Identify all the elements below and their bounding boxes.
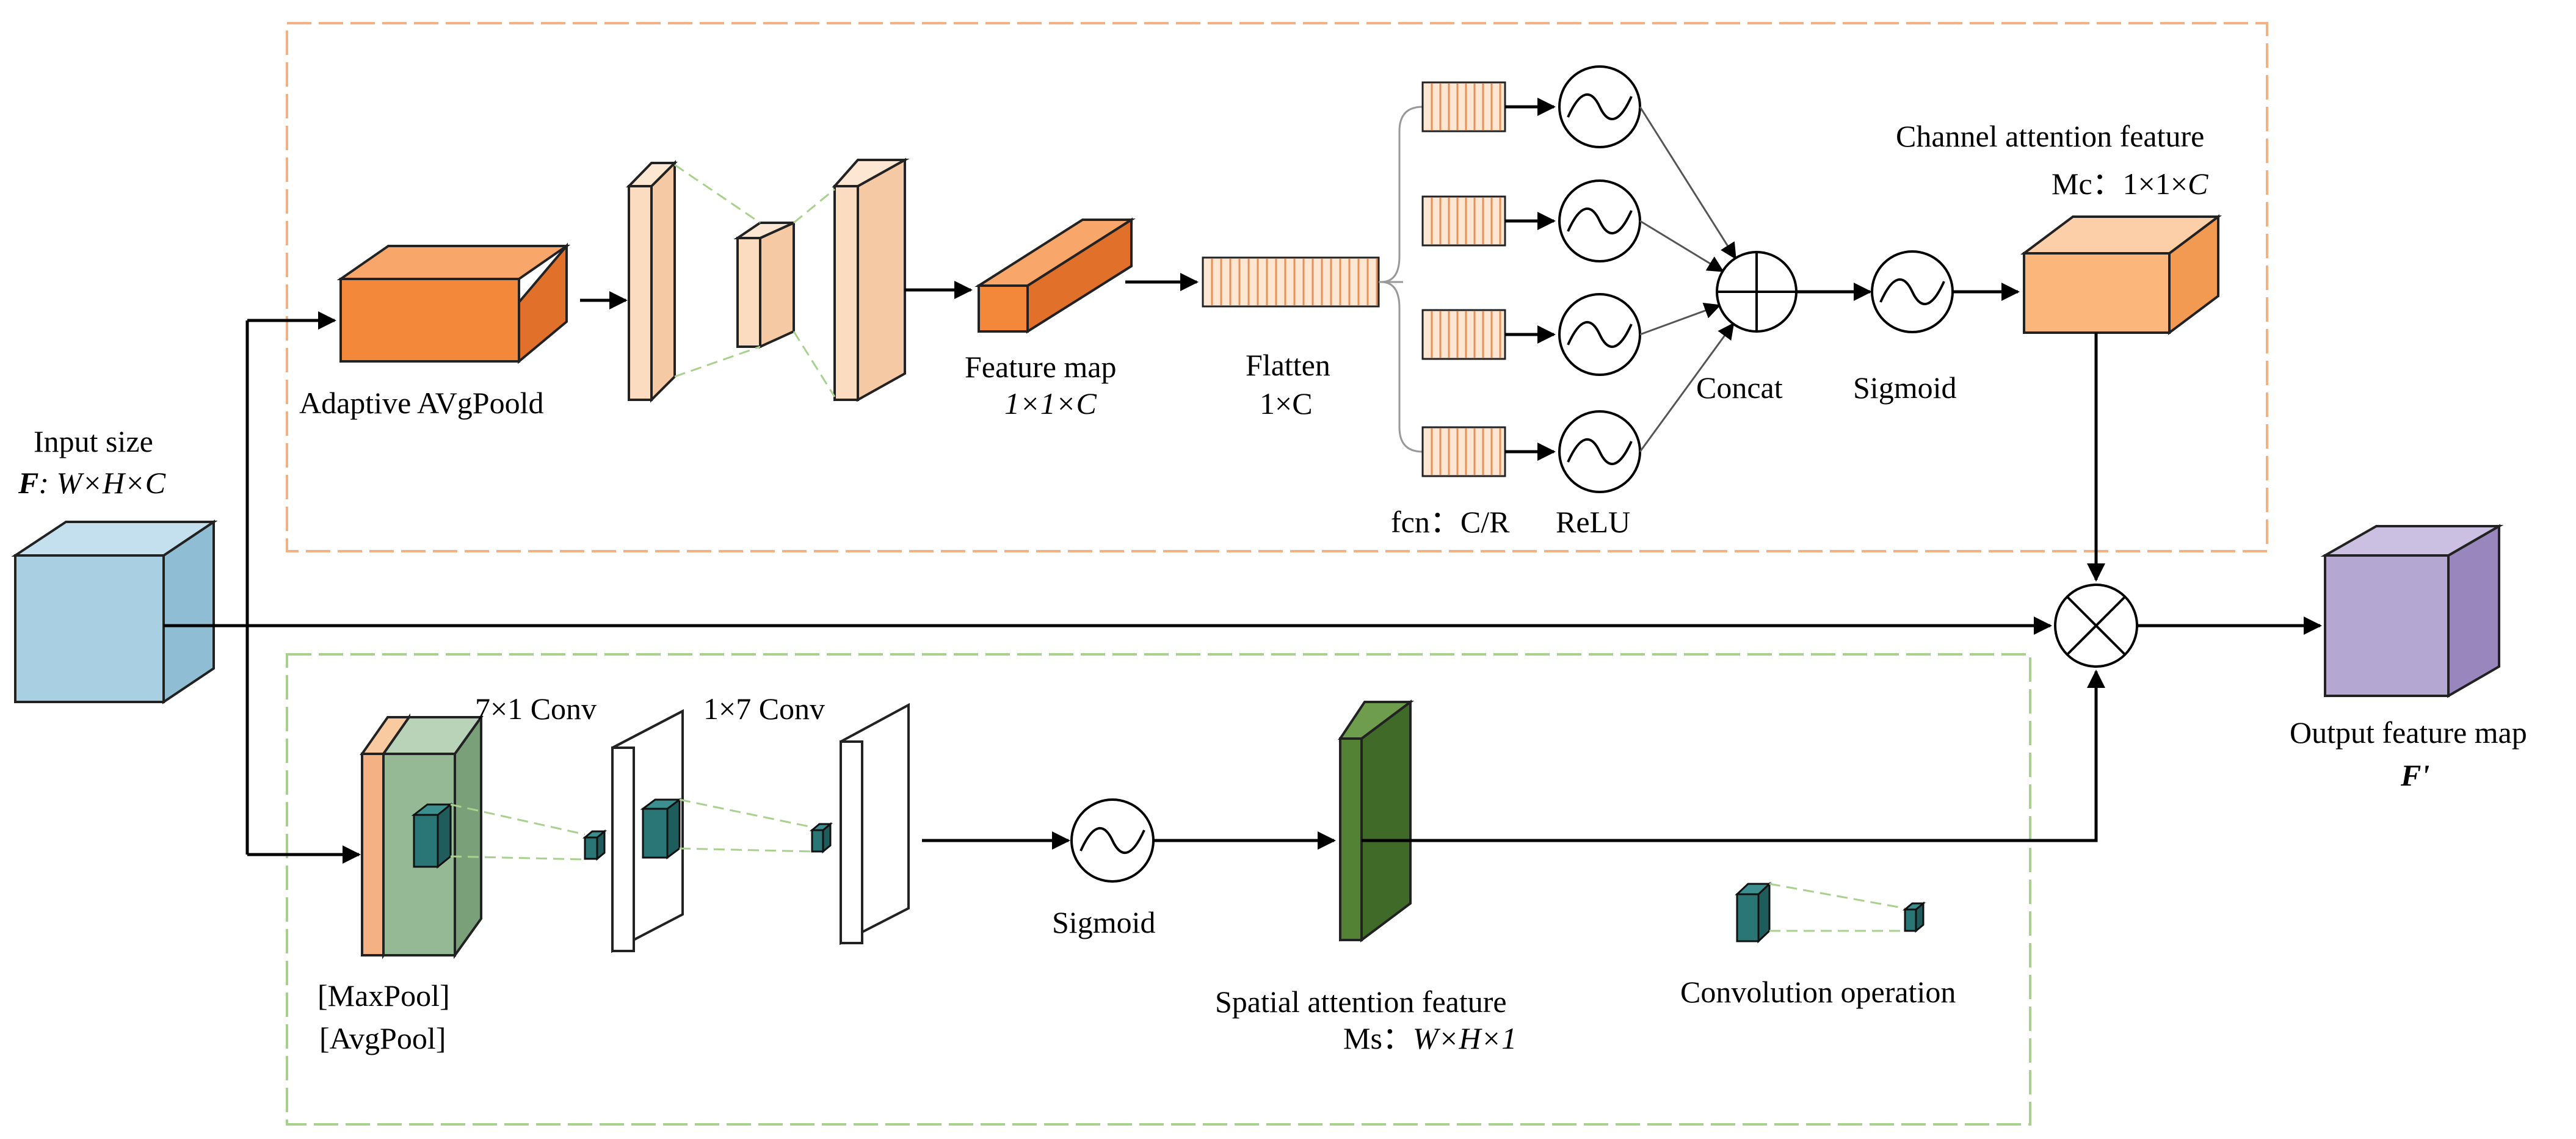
flatten-vector bbox=[1202, 256, 1380, 308]
relu-node bbox=[1558, 410, 1641, 493]
sigmoid-bottom-label: Sigmoid bbox=[1052, 905, 1155, 939]
bottleneck-slabs bbox=[626, 157, 910, 403]
spatial-attention-region bbox=[286, 653, 2031, 1126]
conv-7x1-label: 7×1 Conv bbox=[475, 692, 597, 726]
conv-op-legend-big-cube bbox=[1735, 881, 1772, 944]
channel-attention-cube bbox=[2020, 214, 2222, 335]
relu-label: ReLU bbox=[1556, 505, 1630, 539]
input-cube-front bbox=[14, 554, 165, 703]
fcn-row bbox=[1421, 322, 1735, 493]
input-dims-label: F: W×H×C bbox=[18, 466, 166, 500]
avgpool-label: [AvgPool] bbox=[319, 1021, 446, 1055]
conv-op-legend-small-cube bbox=[1902, 901, 1926, 933]
bottleneck-guides bbox=[674, 164, 836, 397]
input-size-label: Input size bbox=[34, 424, 153, 458]
maxpool-label: [MaxPool] bbox=[317, 978, 450, 1013]
flatten-label: Flatten bbox=[1246, 348, 1330, 382]
conv7x1-kernel-cube bbox=[640, 798, 683, 859]
spatial-attention-label: Spatial attention feature bbox=[1215, 985, 1507, 1019]
fcn-row bbox=[1421, 65, 1736, 260]
channel-attention-label: Channel attention feature bbox=[1896, 119, 2204, 153]
relu-node bbox=[1558, 293, 1641, 376]
conv-1x7-label: 1×7 Conv bbox=[703, 692, 825, 726]
conv-guides-1 bbox=[450, 803, 586, 861]
adaptive-pool-label: Adaptive AVgPoold bbox=[299, 386, 544, 420]
pool-kernel-cube bbox=[411, 802, 454, 869]
flatten-dims: 1×C bbox=[1260, 386, 1313, 421]
concat-label: Concat bbox=[1696, 371, 1783, 405]
fcn-row bbox=[1421, 293, 1721, 376]
conv-guides-2 bbox=[679, 798, 813, 853]
channel-attention-region bbox=[286, 22, 2268, 552]
adaptive-pool-block bbox=[336, 242, 571, 364]
feature-map-block bbox=[974, 217, 1136, 334]
feature-map-label: Feature map bbox=[965, 350, 1117, 384]
output-label: Output feature map bbox=[2290, 715, 2527, 750]
relu-node bbox=[1558, 179, 1641, 262]
sigmoid-top-node bbox=[1871, 250, 1954, 333]
sigmoid-bottom-node bbox=[1070, 798, 1155, 883]
channel-attention-dims: Mc：1×1×C bbox=[2052, 167, 2208, 201]
small-cube-1 bbox=[582, 829, 608, 861]
spatial-to-multiply bbox=[1362, 670, 2105, 842]
relu-node bbox=[1558, 65, 1641, 148]
small-cube-2 bbox=[809, 822, 833, 854]
spatial-attention-slab bbox=[1338, 700, 1414, 942]
fcn-brace bbox=[1381, 106, 1423, 453]
concat-node bbox=[1716, 251, 1798, 333]
input-cube bbox=[11, 519, 218, 704]
output-cube bbox=[2320, 524, 2504, 698]
conv-op-legend-guides bbox=[1769, 883, 1906, 932]
conv1x7-slab bbox=[840, 703, 910, 946]
multiply-node bbox=[2054, 584, 2138, 668]
spatial-attention-dims: Ms：W×H×1 bbox=[1343, 1021, 1517, 1055]
sigmoid-top-label: Sigmoid bbox=[1853, 371, 1956, 405]
output-symbol: F' bbox=[2400, 758, 2429, 792]
fcn-row bbox=[1421, 179, 1724, 272]
feature-map-dims: 1×1×C bbox=[1004, 386, 1097, 421]
convolution-operation-label: Convolution operation bbox=[1680, 975, 1956, 1009]
fcn-rows bbox=[1421, 65, 1736, 493]
fcn-label: fcn：C/R bbox=[1391, 505, 1510, 539]
